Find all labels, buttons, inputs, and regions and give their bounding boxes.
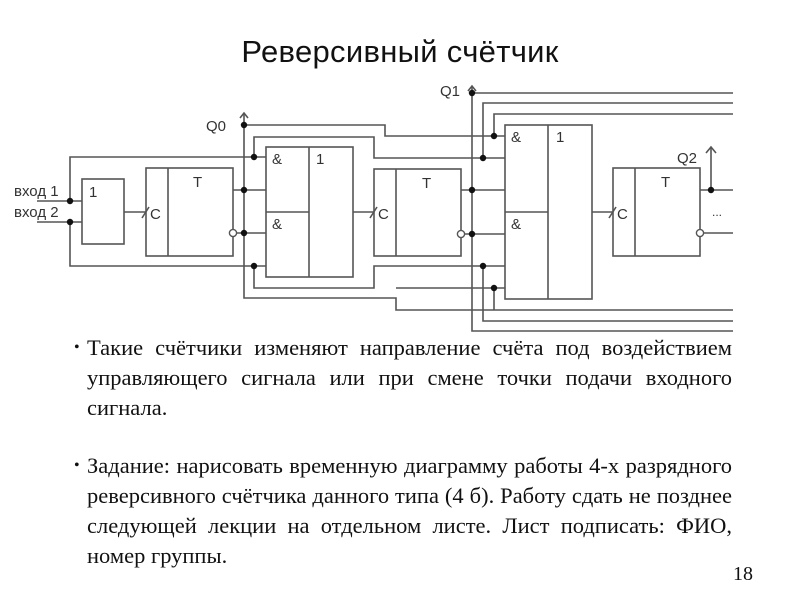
ff1-inverted-output-icon xyxy=(456,229,466,239)
ff2-output-wires xyxy=(700,145,733,234)
slide-title: Реверсивный счётчик xyxy=(241,34,559,69)
ff1-clock-label: C xyxy=(378,206,389,223)
bullet-list: Такие счётчики изменяют направление счёт… xyxy=(74,333,732,571)
gate2-and-top: & xyxy=(511,129,521,146)
ff2-type-label: T xyxy=(661,174,670,191)
bullet-assignment: Задание: нарисовать временную диаграмму … xyxy=(74,451,732,571)
ff0-output-wires xyxy=(233,111,733,311)
q0-label: Q0 xyxy=(206,118,226,135)
gate1-or: 1 xyxy=(316,151,324,168)
gate1-and-top: & xyxy=(272,151,282,168)
ff1-clock-edge-icon xyxy=(369,206,378,219)
ff2-clock-label: C xyxy=(617,206,628,223)
or-gate-symbol: 1 xyxy=(89,184,97,201)
ff0-inverted-output-icon xyxy=(228,228,238,238)
gate2-or: 1 xyxy=(556,129,564,146)
ff1-output-wires xyxy=(396,84,733,332)
junction-dots xyxy=(66,89,715,292)
gate1-and-bottom: & xyxy=(272,216,282,233)
ff0-clock-edge-icon xyxy=(141,206,150,219)
or-gate: 1 xyxy=(81,178,125,245)
counter-circuit-diagram: вход 1 вход 2 1 T C Q0 & & 1 xyxy=(14,83,733,332)
gate2-and-bottom: & xyxy=(511,216,521,233)
input-wires xyxy=(37,156,266,267)
q1-label: Q1 xyxy=(440,83,460,100)
q2-label: Q2 xyxy=(677,150,697,167)
ff2-inverted-output-icon xyxy=(695,228,705,238)
continuation-ellipsis: ... xyxy=(712,205,722,219)
and-or-gate-1: & & 1 xyxy=(265,146,354,278)
t-flipflop-2: T C xyxy=(608,167,705,257)
input-2-label: вход 2 xyxy=(14,204,59,221)
page-number: 18 xyxy=(733,563,753,585)
t-flipflop-0: T C xyxy=(141,167,238,257)
ff0-type-label: T xyxy=(193,174,202,191)
ff2-clock-edge-icon xyxy=(608,206,617,219)
bullet-description: Такие счётчики изменяют направление счёт… xyxy=(74,333,732,423)
ff1-type-label: T xyxy=(422,175,431,192)
t-flipflop-1: T C xyxy=(369,168,466,257)
input-1-label: вход 1 xyxy=(14,183,59,200)
and-or-gate-2: & & 1 xyxy=(504,124,593,300)
ff0-clock-label: C xyxy=(150,206,161,223)
